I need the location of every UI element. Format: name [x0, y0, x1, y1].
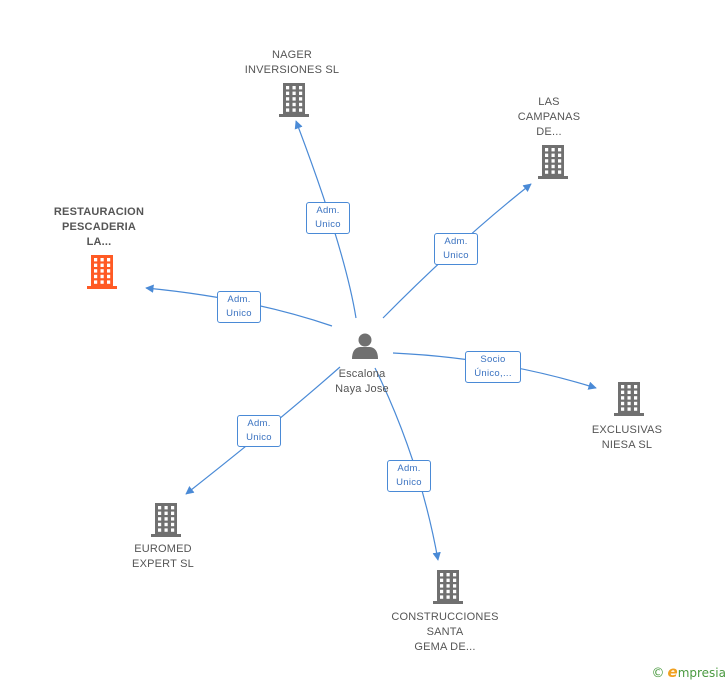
company-label-construcciones[interactable]: CONSTRUCCIONES SANTA GEMA DE...	[391, 611, 499, 653]
edge-label-restauracion[interactable]: Adm. Unico	[217, 291, 261, 323]
company-label-campanas[interactable]: LAS CAMPANAS DE...	[517, 96, 581, 138]
edge-label-nager[interactable]: Adm. Unico	[306, 202, 350, 234]
company-label-euromed[interactable]: EUROMED EXPERT SL	[132, 543, 194, 570]
edge-label-construcciones[interactable]: Adm. Unico	[387, 460, 431, 492]
building-icon[interactable]	[87, 255, 117, 289]
edge-label-campanas[interactable]: Adm. Unico	[434, 233, 478, 265]
copyright-symbol: ©	[651, 666, 665, 681]
building-icon[interactable]	[151, 503, 181, 537]
building-icon[interactable]	[279, 83, 309, 117]
company-label-nager[interactable]: NAGER INVERSIONES SL	[244, 49, 340, 76]
company-label-exclusivas[interactable]: EXCLUSIVAS NIESA SL	[591, 424, 663, 451]
person-icon[interactable]	[352, 333, 378, 360]
edge-label-euromed[interactable]: Adm. Unico	[237, 415, 281, 447]
edge-label-exclusivas[interactable]: Socio Único,...	[465, 351, 521, 383]
center-person-label[interactable]: Escalona Naya Jose	[335, 368, 389, 395]
building-icon[interactable]	[614, 382, 644, 416]
empresia-logo[interactable]: ©empresia	[652, 663, 727, 681]
brand-initial: e	[667, 663, 678, 681]
company-label-restauracion[interactable]: RESTAURACION PESCADERIA LA...	[53, 206, 145, 248]
building-icon[interactable]	[538, 145, 568, 179]
brand-name: mpresia	[677, 666, 726, 680]
edge-nager	[294, 120, 357, 319]
building-icon[interactable]	[433, 570, 463, 604]
